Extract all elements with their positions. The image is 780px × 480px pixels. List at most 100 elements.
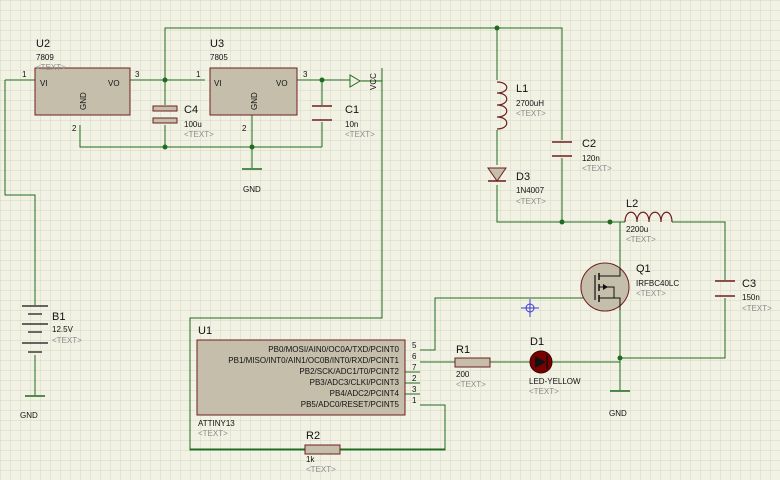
d1-text: <TEXT> [529,387,559,396]
r1-text: <TEXT> [456,380,486,389]
r1-value: 200 [456,370,470,379]
c3-ref: C3 [742,278,756,290]
d1-led[interactable]: D1 LED-YELLOW <TEXT> [529,336,581,396]
u1-pin-number: 3 [412,385,417,394]
u2-ref: U2 [36,38,50,50]
ground-symbol-battery: GND [20,395,45,420]
wire-vcc-u1 [189,68,446,451]
c3-text: <TEXT> [742,304,772,313]
u1-pin-number: 6 [412,352,417,361]
wire-pin-stubs [405,371,420,395]
c4-text: <TEXT> [184,130,214,139]
u3-pin2: 2 [242,124,247,133]
c4-ref: C4 [184,104,198,116]
q1-ref: Q1 [636,263,651,275]
u1-pin-name: PB2/SCK/ADC1/T0/PCINT2 [299,367,399,376]
l2-inductor[interactable]: L2 2200u <TEXT> [624,198,673,244]
c2-value: 120n [582,154,600,163]
junction-dot [249,144,255,150]
crosshair-icon [521,299,539,317]
u1-ref: U1 [198,325,212,337]
u2-pin-gnd: GND [79,92,88,110]
r2-text: <TEXT> [306,465,336,474]
u1-pin-name: PB4/ADC2/PCINT4 [330,389,400,398]
junction-dot [162,144,168,150]
r1-ref: R1 [456,344,470,356]
junction-dot [319,77,325,83]
c3-capacitor[interactable]: C3 150n <TEXT> [715,278,772,313]
wire-top-rail [164,27,497,80]
l2-ref: L2 [626,198,638,210]
d3-diode[interactable]: D3 1N4007 <TEXT> [487,167,546,206]
u2-pin1: 1 [22,70,27,79]
q1-value: IRFBC40LC [636,279,679,288]
r1-resistor[interactable]: R1 200 <TEXT> [454,344,491,389]
b1-value: 12.5V [52,325,74,334]
q1-text: <TEXT> [636,289,666,298]
wires [4,27,726,451]
c1-ref: C1 [345,104,359,116]
u3-pin-gnd: GND [250,92,259,110]
u1-pin-name: PB0/MOSI/AIN0/OC0A/TXD/PCINT0 [268,345,399,354]
c4-capacitor[interactable]: C4 100u <TEXT> [152,104,214,139]
vcc-terminal: VCC [349,73,382,90]
wire-battery-u2 [4,80,36,305]
c1-text: <TEXT> [345,130,375,139]
wire-l2-right [672,221,726,280]
l1-ref: L1 [516,83,528,95]
c4-value: 100u [184,120,202,129]
junctions [162,25,623,361]
l1-text: <TEXT> [516,109,546,118]
b1-text: <TEXT> [52,336,82,345]
junction-dot [617,355,623,361]
u2-pin3: 3 [135,70,140,79]
c1-capacitor[interactable]: C1 10n <TEXT> [312,104,375,139]
wire-q1-drain [610,221,621,268]
gnd-label-battery: GND [20,411,38,420]
u2-regulator[interactable]: U2 7809 <TEXT> VI VO GND 1 3 2 [22,38,140,133]
u1-pin-name: PB3/ADC3/CLKI/PCINT3 [310,378,400,387]
r2-resistor[interactable]: R2 1k <TEXT> [304,430,341,474]
u3-value: 7805 [210,53,228,62]
c2-text: <TEXT> [582,164,612,173]
u1-pin-name: PB1/MISO/INT0/AIN1/OC0B/INT0/RXD/PCINT1 [228,356,399,365]
u1-text: <TEXT> [198,429,228,438]
d1-value: LED-YELLOW [529,377,581,386]
wire-c3-bottom [620,298,726,359]
l2-value: 2200u [626,225,648,234]
c3-value: 150n [742,293,760,302]
d3-value: 1N4007 [516,186,545,195]
l1-value: 2700uH [516,99,544,108]
u3-pin3: 3 [303,70,308,79]
c2-capacitor[interactable]: C2 120n <TEXT> [552,138,612,173]
l1-inductor[interactable]: L1 2700uH <TEXT> [496,81,546,130]
gnd-label-main: GND [243,185,261,194]
r2-value: 1k [306,455,315,464]
d3-text: <TEXT> [516,197,546,206]
q1-mosfet[interactable]: Q1 IRFBC40LC <TEXT> [580,262,679,312]
c2-ref: C2 [582,138,596,150]
u1-microcontroller[interactable]: U1 ATTINY13 <TEXT> PB0/MOSI/AIN0/OC0A/TX… [196,325,417,438]
ground-symbol-main: GND [242,168,262,194]
u2-value: 7809 [36,53,54,62]
junction-dot [559,219,565,225]
u3-pin1: 1 [196,70,201,79]
u3-regulator[interactable]: U3 7805 VI VO GND 1 3 2 [196,38,308,133]
vcc-label: VCC [369,73,378,90]
d1-ref: D1 [530,336,544,348]
gnd-label-right: GND [609,409,627,418]
b1-battery[interactable]: B1 12.5V <TEXT> [22,305,82,353]
u1-pin-number: 2 [412,374,417,383]
junction-dot [494,25,500,31]
u3-pin-vo: VO [276,79,288,88]
wire-d3-bottom [496,185,610,223]
u2-pin2: 2 [72,124,77,133]
b1-ref: B1 [52,311,65,323]
u1-pin-number: 7 [412,363,417,372]
u2-pin-vo: VO [108,79,120,88]
u3-ref: U3 [210,38,224,50]
u1-pin-number: 5 [412,341,417,350]
u2-text: <TEXT> [36,63,66,72]
c1-value: 10n [345,120,358,129]
